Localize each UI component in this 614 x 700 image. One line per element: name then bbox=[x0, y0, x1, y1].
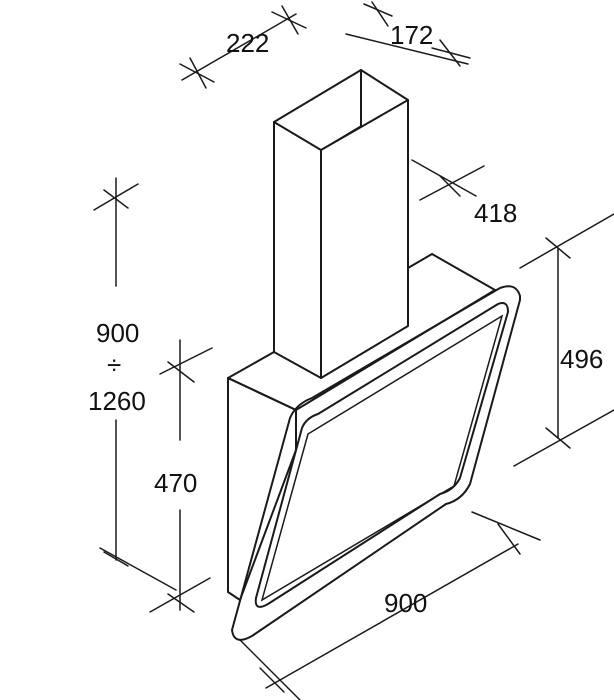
dim-total-height-min-label: 900 bbox=[96, 318, 139, 348]
chimney bbox=[273, 69, 409, 379]
dim-chimney-width-label: 222 bbox=[226, 28, 269, 58]
hood-body bbox=[227, 253, 496, 601]
dim-total-height-separator: ÷ bbox=[107, 350, 121, 380]
dim-chimney-depth-label: 172 bbox=[390, 20, 433, 50]
dim-body-depth-label: 418 bbox=[474, 198, 517, 228]
dim-body-height-label: 470 bbox=[154, 468, 197, 498]
dim-width-label: 900 bbox=[384, 588, 427, 618]
dimension-labels: 222 172 418 496 900 ÷ 1260 470 900 bbox=[88, 20, 603, 618]
glass-panel bbox=[231, 285, 521, 641]
dim-total-height-max-label: 1260 bbox=[88, 386, 146, 416]
dim-glass-height-label: 496 bbox=[560, 344, 603, 374]
dimension-lines bbox=[93, 1, 614, 700]
